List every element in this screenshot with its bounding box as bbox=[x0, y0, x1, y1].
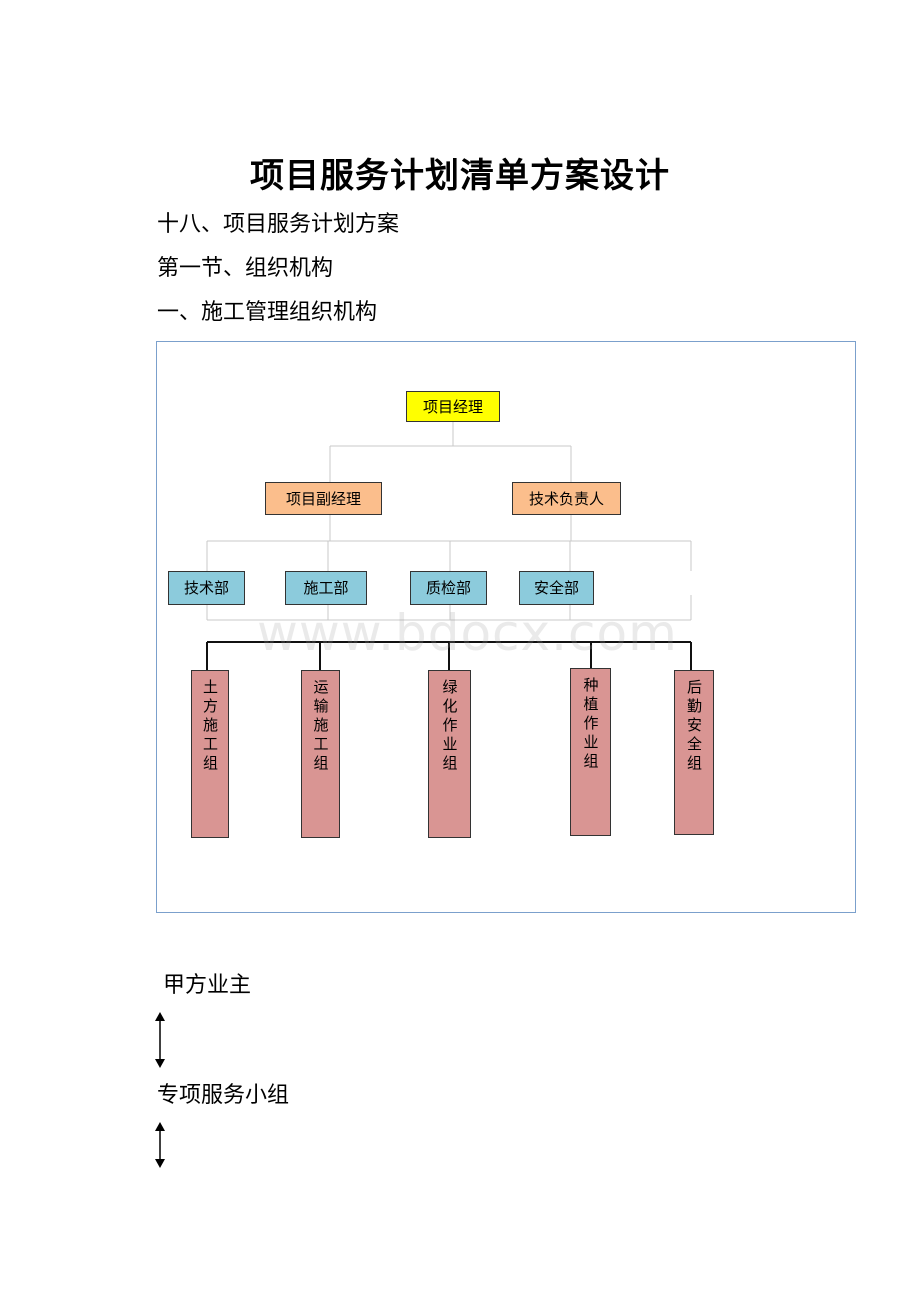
box-technical-lead: 技术负责人 bbox=[512, 482, 621, 515]
flow-item-client: 甲方业主 bbox=[163, 973, 252, 998]
watermark: www.bdocx.com bbox=[257, 604, 678, 662]
box-earthwork-team: 土方施工组 bbox=[191, 670, 229, 838]
box-project-manager: 项目经理 bbox=[406, 391, 500, 422]
org-chart-connectors bbox=[206, 422, 692, 670]
flow-item-service-team: 专项服务小组 bbox=[157, 1083, 290, 1108]
connector-lines-gray bbox=[206, 422, 692, 621]
box-logistics-safety-team: 后勤安全组 bbox=[674, 670, 714, 835]
section-heading: 十八、项目服务计划方案 bbox=[157, 212, 400, 237]
document-title: 项目服务计划清单方案设计 bbox=[250, 156, 670, 196]
box-greening-team: 绿化作业组 bbox=[428, 670, 471, 838]
box-transport-team-label: 运输施工组 bbox=[311, 679, 330, 774]
box-quality-dept: 质检部 bbox=[410, 571, 487, 605]
connector-lines-dark bbox=[206, 641, 692, 670]
box-safety-dept: 安全部 bbox=[519, 571, 594, 605]
box-tech-dept: 技术部 bbox=[168, 571, 245, 605]
chart-heading: 一、施工管理组织机构 bbox=[157, 300, 378, 325]
box-planting-team: 种植作业组 bbox=[570, 668, 611, 836]
box-deputy-manager: 项目副经理 bbox=[265, 482, 382, 515]
double-arrow-vertical-icon bbox=[155, 1122, 165, 1168]
double-arrow-vertical-icon bbox=[155, 1012, 165, 1068]
box-transport-team: 运输施工组 bbox=[301, 670, 340, 838]
org-chart: www.bdocx.com 项目经理 项目副经理 技术负责人 技术部 施工部 质… bbox=[156, 341, 856, 913]
subsection-heading: 第一节、组织机构 bbox=[157, 256, 334, 281]
box-planting-team-label: 种植作业组 bbox=[581, 677, 600, 772]
box-construction-dept: 施工部 bbox=[285, 571, 367, 605]
box-earthwork-team-label: 土方施工组 bbox=[201, 679, 219, 774]
box-logistics-safety-team-label: 后勤安全组 bbox=[685, 679, 703, 774]
box-greening-team-label: 绿化作业组 bbox=[440, 679, 459, 774]
